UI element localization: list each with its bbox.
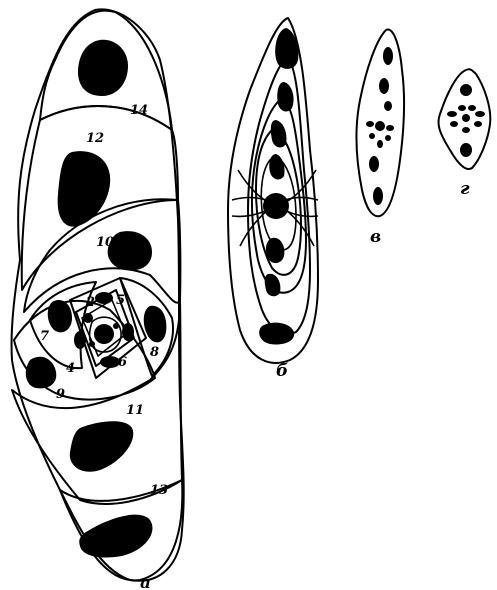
- cell-7-nucleus: [48, 300, 72, 332]
- cell-g-dot: [468, 105, 476, 111]
- cell-v-dot: [385, 135, 391, 141]
- cell-v-nucleus-3: [384, 101, 392, 111]
- cell-number-6: 6: [118, 355, 127, 370]
- cell-6-nucleus: [100, 356, 120, 368]
- spindle-nucleus-2: [277, 82, 293, 111]
- cell-v-nucleus-2: [379, 78, 389, 94]
- cell-3-nucleus: [122, 323, 134, 341]
- cell-v-dot: [386, 125, 394, 131]
- core-dot: [89, 341, 95, 347]
- cell-g-dot: [447, 111, 457, 117]
- spindle-nucleus-bottom: [259, 323, 294, 345]
- cell-g-dot: [475, 111, 485, 117]
- cell-9-nucleus: [26, 357, 57, 389]
- cell-number-14: 14: [130, 103, 148, 118]
- cell-g-dot: [450, 121, 458, 127]
- panel-b-label: б: [276, 361, 288, 381]
- panel-g-label: г: [460, 179, 470, 199]
- cell-5-nucleus: [95, 292, 113, 304]
- cell-v-nucleus-5: [373, 187, 383, 205]
- cell-4-nucleus: [74, 331, 86, 349]
- cell-number-12: 12: [86, 131, 104, 146]
- cell-number-13: 13: [150, 483, 168, 498]
- cell-14-nucleus: [78, 40, 128, 96]
- core-nucleus: [94, 324, 114, 344]
- cell-12-nucleus: [58, 151, 111, 226]
- cell-number-9: 9: [56, 387, 65, 402]
- cell-g-dot: [462, 127, 470, 133]
- cell-number-10: 10: [96, 235, 114, 250]
- cell-v-core: [375, 121, 385, 131]
- cell-13-nucleus: [79, 515, 152, 558]
- cell-number-2: 2: [85, 295, 95, 310]
- cell-g-core: [462, 114, 470, 122]
- spindle-outer: [228, 18, 318, 363]
- panel-a-label: а: [140, 573, 151, 590]
- panel-g-cell: [438, 69, 490, 169]
- cell-g-nucleus-top: [460, 84, 472, 96]
- cell-g-nucleus-bottom: [460, 143, 472, 157]
- cell-g-dot: [474, 121, 482, 127]
- cell-number-4: 4: [66, 361, 75, 376]
- spindle-nucleus-3: [271, 120, 287, 147]
- core-dot: [113, 323, 119, 329]
- spindle-nucleus-4: [269, 154, 284, 179]
- panel-v-cell: [356, 30, 404, 217]
- cell-number-5: 5: [116, 293, 125, 308]
- panel-v-label: в: [370, 227, 381, 247]
- cell-number-11: 11: [126, 403, 144, 418]
- cell-v-nucleus-4: [369, 156, 379, 172]
- panel-b-spindle: [228, 18, 318, 363]
- cell-g-dot: [458, 105, 466, 111]
- spindle-nucleus-6: [265, 274, 281, 297]
- cell-v-dot: [369, 133, 375, 139]
- cell-number-8: 8: [150, 345, 159, 360]
- spindle-core-nucleus: [263, 193, 289, 219]
- cell-number-7: 7: [40, 329, 49, 344]
- cell-v-dot: [366, 121, 374, 127]
- cell-11-nucleus: [70, 421, 133, 472]
- cell-10-nucleus: [108, 231, 152, 270]
- cell-8-nucleus: [144, 306, 167, 343]
- cell-v-nucleus-1: [383, 47, 393, 65]
- cell-v-dot: [377, 140, 383, 148]
